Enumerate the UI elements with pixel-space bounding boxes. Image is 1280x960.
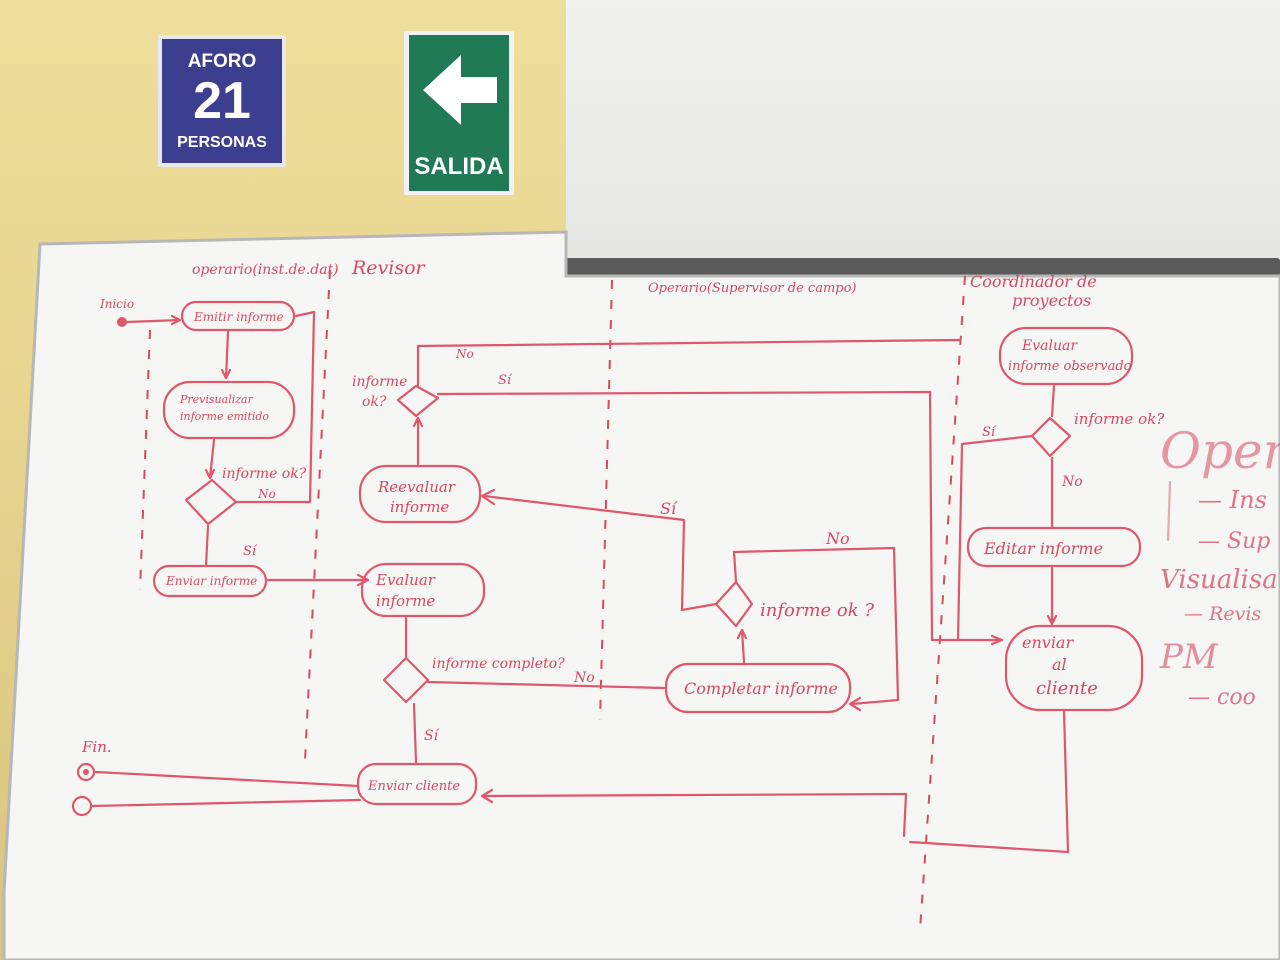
decision-completo-si-label: Sí (424, 728, 440, 744)
node-previsualizar-label-2: informe emitido (180, 410, 269, 423)
decision-completo-no-label: No (573, 670, 595, 686)
decision-coordinador-informe-ok (1030, 416, 1072, 458)
lane-title-revisor: Revisor (351, 257, 427, 279)
decision-supervisor-label: informe ok ? (760, 600, 874, 621)
lane-divider-2 (599, 279, 613, 721)
decision-revisor-si-label: Sí (498, 373, 513, 388)
node-enviar-al-cliente-label-3: cliente (1036, 678, 1098, 699)
node-evaluar-label-1: Evaluar (375, 571, 436, 589)
lane-title-operario-inst: operario(inst.de.dat) (192, 262, 339, 278)
side-note-visualisa: Visualisa (1160, 565, 1278, 595)
node-previsualizar-label-1: Previsualizar (179, 393, 254, 406)
side-note-ins: — Ins (1198, 486, 1267, 514)
decision-supervisor-informe-ok (714, 580, 754, 628)
lane-divider-3 (919, 275, 966, 931)
decision-informe-ok-1 (184, 478, 238, 526)
node-emitir-informe (180, 300, 296, 332)
node-editar-informe (966, 526, 1142, 568)
node-editar-informe-label: Editar informe (983, 539, 1103, 558)
node-enviar-informe-label: Enviar informe (165, 574, 257, 588)
projector-screen-bar (556, 258, 1280, 276)
lane-title-coordinador-1: Coordinador de (970, 272, 1097, 291)
node-evaluar-observado (998, 326, 1134, 386)
capacity-sign: AFORO 21 PERSONAS (158, 35, 286, 167)
arrow-left-icon (423, 55, 497, 125)
node-emitir-informe-label: Emitir informe (193, 310, 284, 324)
decision-revisor-no-label: No (455, 347, 474, 361)
side-note-oper: Oper (1160, 422, 1280, 480)
lane-divider-left (139, 329, 151, 591)
node-evaluar-informe (360, 562, 486, 618)
side-note-revis: — Revis (1184, 603, 1261, 625)
node-enviar-al-cliente (1004, 624, 1144, 712)
side-note-sup: — Sup (1198, 529, 1270, 554)
node-evaluar-observado-label-2: informe observado (1008, 359, 1132, 374)
node-evaluar-label-2: informe (376, 592, 435, 610)
projector-screen (566, 0, 1280, 262)
lane-title-coordinador-2: proyectos (1012, 291, 1091, 310)
decision-completo-label: informe completo? (432, 656, 565, 672)
capacity-sign-unit: PERSONAS (177, 134, 267, 151)
decision-coordinador-no-label: No (1061, 474, 1083, 490)
side-note-coo: — coo (1188, 685, 1256, 710)
node-enviar-informe (152, 564, 268, 598)
end-label: Fin. (81, 738, 112, 756)
node-enviar-cliente-label: Enviar cliente (367, 779, 460, 794)
decision-revisor-informe-ok (396, 384, 440, 418)
lane-title-supervisor: Operario(Supervisor de campo) (648, 281, 857, 296)
node-completar-label: Completar informe (684, 679, 838, 698)
node-reevaluar-label-2: informe (390, 498, 449, 516)
node-reevaluar-label-1: Reevaluar (377, 478, 456, 496)
side-note-pm: PM (1159, 637, 1219, 677)
end-node (76, 762, 96, 782)
decision-coordinador-label: informe ok? (1074, 410, 1165, 428)
node-evaluar-observado-label-1: Evaluar (1021, 338, 1078, 354)
node-completar-informe (664, 662, 852, 714)
exit-arrow-panel (409, 35, 509, 145)
end-node-inner (83, 769, 89, 775)
node-reevaluar-informe (358, 464, 482, 524)
decision-informe-completo (382, 656, 430, 704)
decision-1-si-label: Sí (243, 544, 258, 559)
decision-1-no-label: No (257, 487, 276, 501)
capacity-sign-title: AFORO (187, 51, 257, 72)
exit-sign-label: SALIDA (409, 145, 509, 191)
decision-revisor-label-2: ok? (362, 394, 387, 410)
decision-coordinador-si-label: Sí (982, 425, 997, 440)
capacity-sign-number: 21 (193, 72, 251, 130)
lane-divider-1 (304, 269, 331, 761)
node-enviar-al-cliente-label-2: al (1052, 655, 1067, 674)
node-enviar-al-cliente-label-1: enviar (1022, 633, 1074, 652)
decision-supervisor-si-label: Sí (660, 499, 678, 518)
start-node (117, 317, 127, 327)
decision-informe-ok-1-label: informe ok? (222, 466, 307, 482)
side-note-bracket (1166, 480, 1172, 542)
exit-sign: SALIDA (404, 31, 514, 195)
start-label: Inicio (99, 297, 134, 311)
node-previsualizar (162, 380, 296, 440)
node-enviar-cliente (356, 762, 478, 806)
decision-revisor-label-1: informe (352, 374, 407, 390)
decision-supervisor-no-label: No (825, 529, 850, 548)
